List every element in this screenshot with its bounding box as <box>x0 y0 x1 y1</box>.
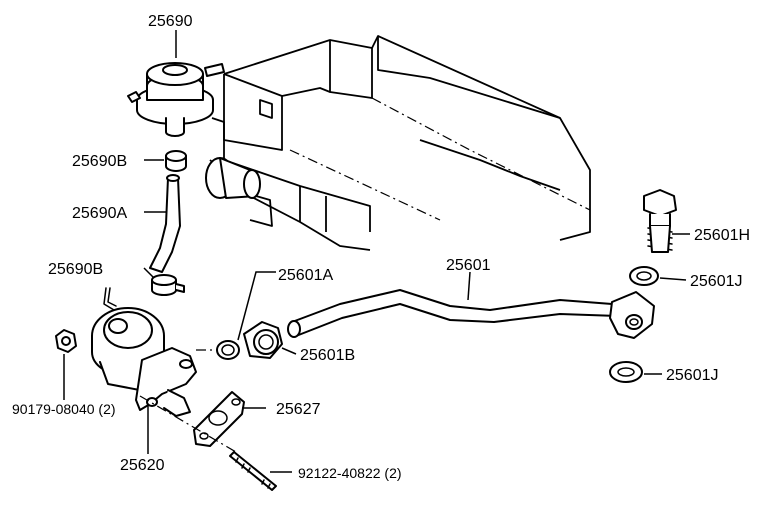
label-92122: 92122-40822 (2) <box>298 465 402 481</box>
part-90179-nut <box>55 329 77 353</box>
part-25690A-hose <box>149 174 181 273</box>
label-25601A: 25601A <box>278 267 333 284</box>
leader-lines <box>63 30 690 473</box>
engine-head <box>205 35 591 251</box>
part-25601H-bolt <box>643 189 677 253</box>
part-25627-gasket <box>193 391 245 447</box>
label-25601B: 25601B <box>300 347 355 364</box>
label-25690: 25690 <box>148 13 193 30</box>
label-25601H: 25601H <box>694 227 750 244</box>
part-25601A-gasket <box>216 340 240 360</box>
label-25620: 25620 <box>120 457 165 474</box>
part-25601-pipe <box>287 289 655 339</box>
label-25690A: 25690A <box>72 205 127 222</box>
part-25690B-clamp-lower <box>151 274 185 296</box>
label-25627: 25627 <box>276 401 321 418</box>
part-25601J-washer-upper <box>629 266 659 286</box>
label-25690B-upper: 25690B <box>72 153 127 170</box>
part-25690B-clamp-upper <box>165 150 187 172</box>
part-92122-stud <box>229 451 277 491</box>
label-90179: 90179-08040 (2) <box>12 401 116 417</box>
part-25620-egr-valve <box>91 287 197 417</box>
part-25601J-washer-lower <box>609 361 643 383</box>
part-25601B-nut <box>243 321 283 359</box>
label-25601: 25601 <box>446 257 491 274</box>
label-25690B-lower: 25690B <box>48 261 103 278</box>
label-25601J-upper: 25601J <box>690 273 743 290</box>
centerline-stud <box>139 395 237 453</box>
part-25690-modulator <box>127 62 225 137</box>
label-25601J-lower: 25601J <box>666 367 719 384</box>
